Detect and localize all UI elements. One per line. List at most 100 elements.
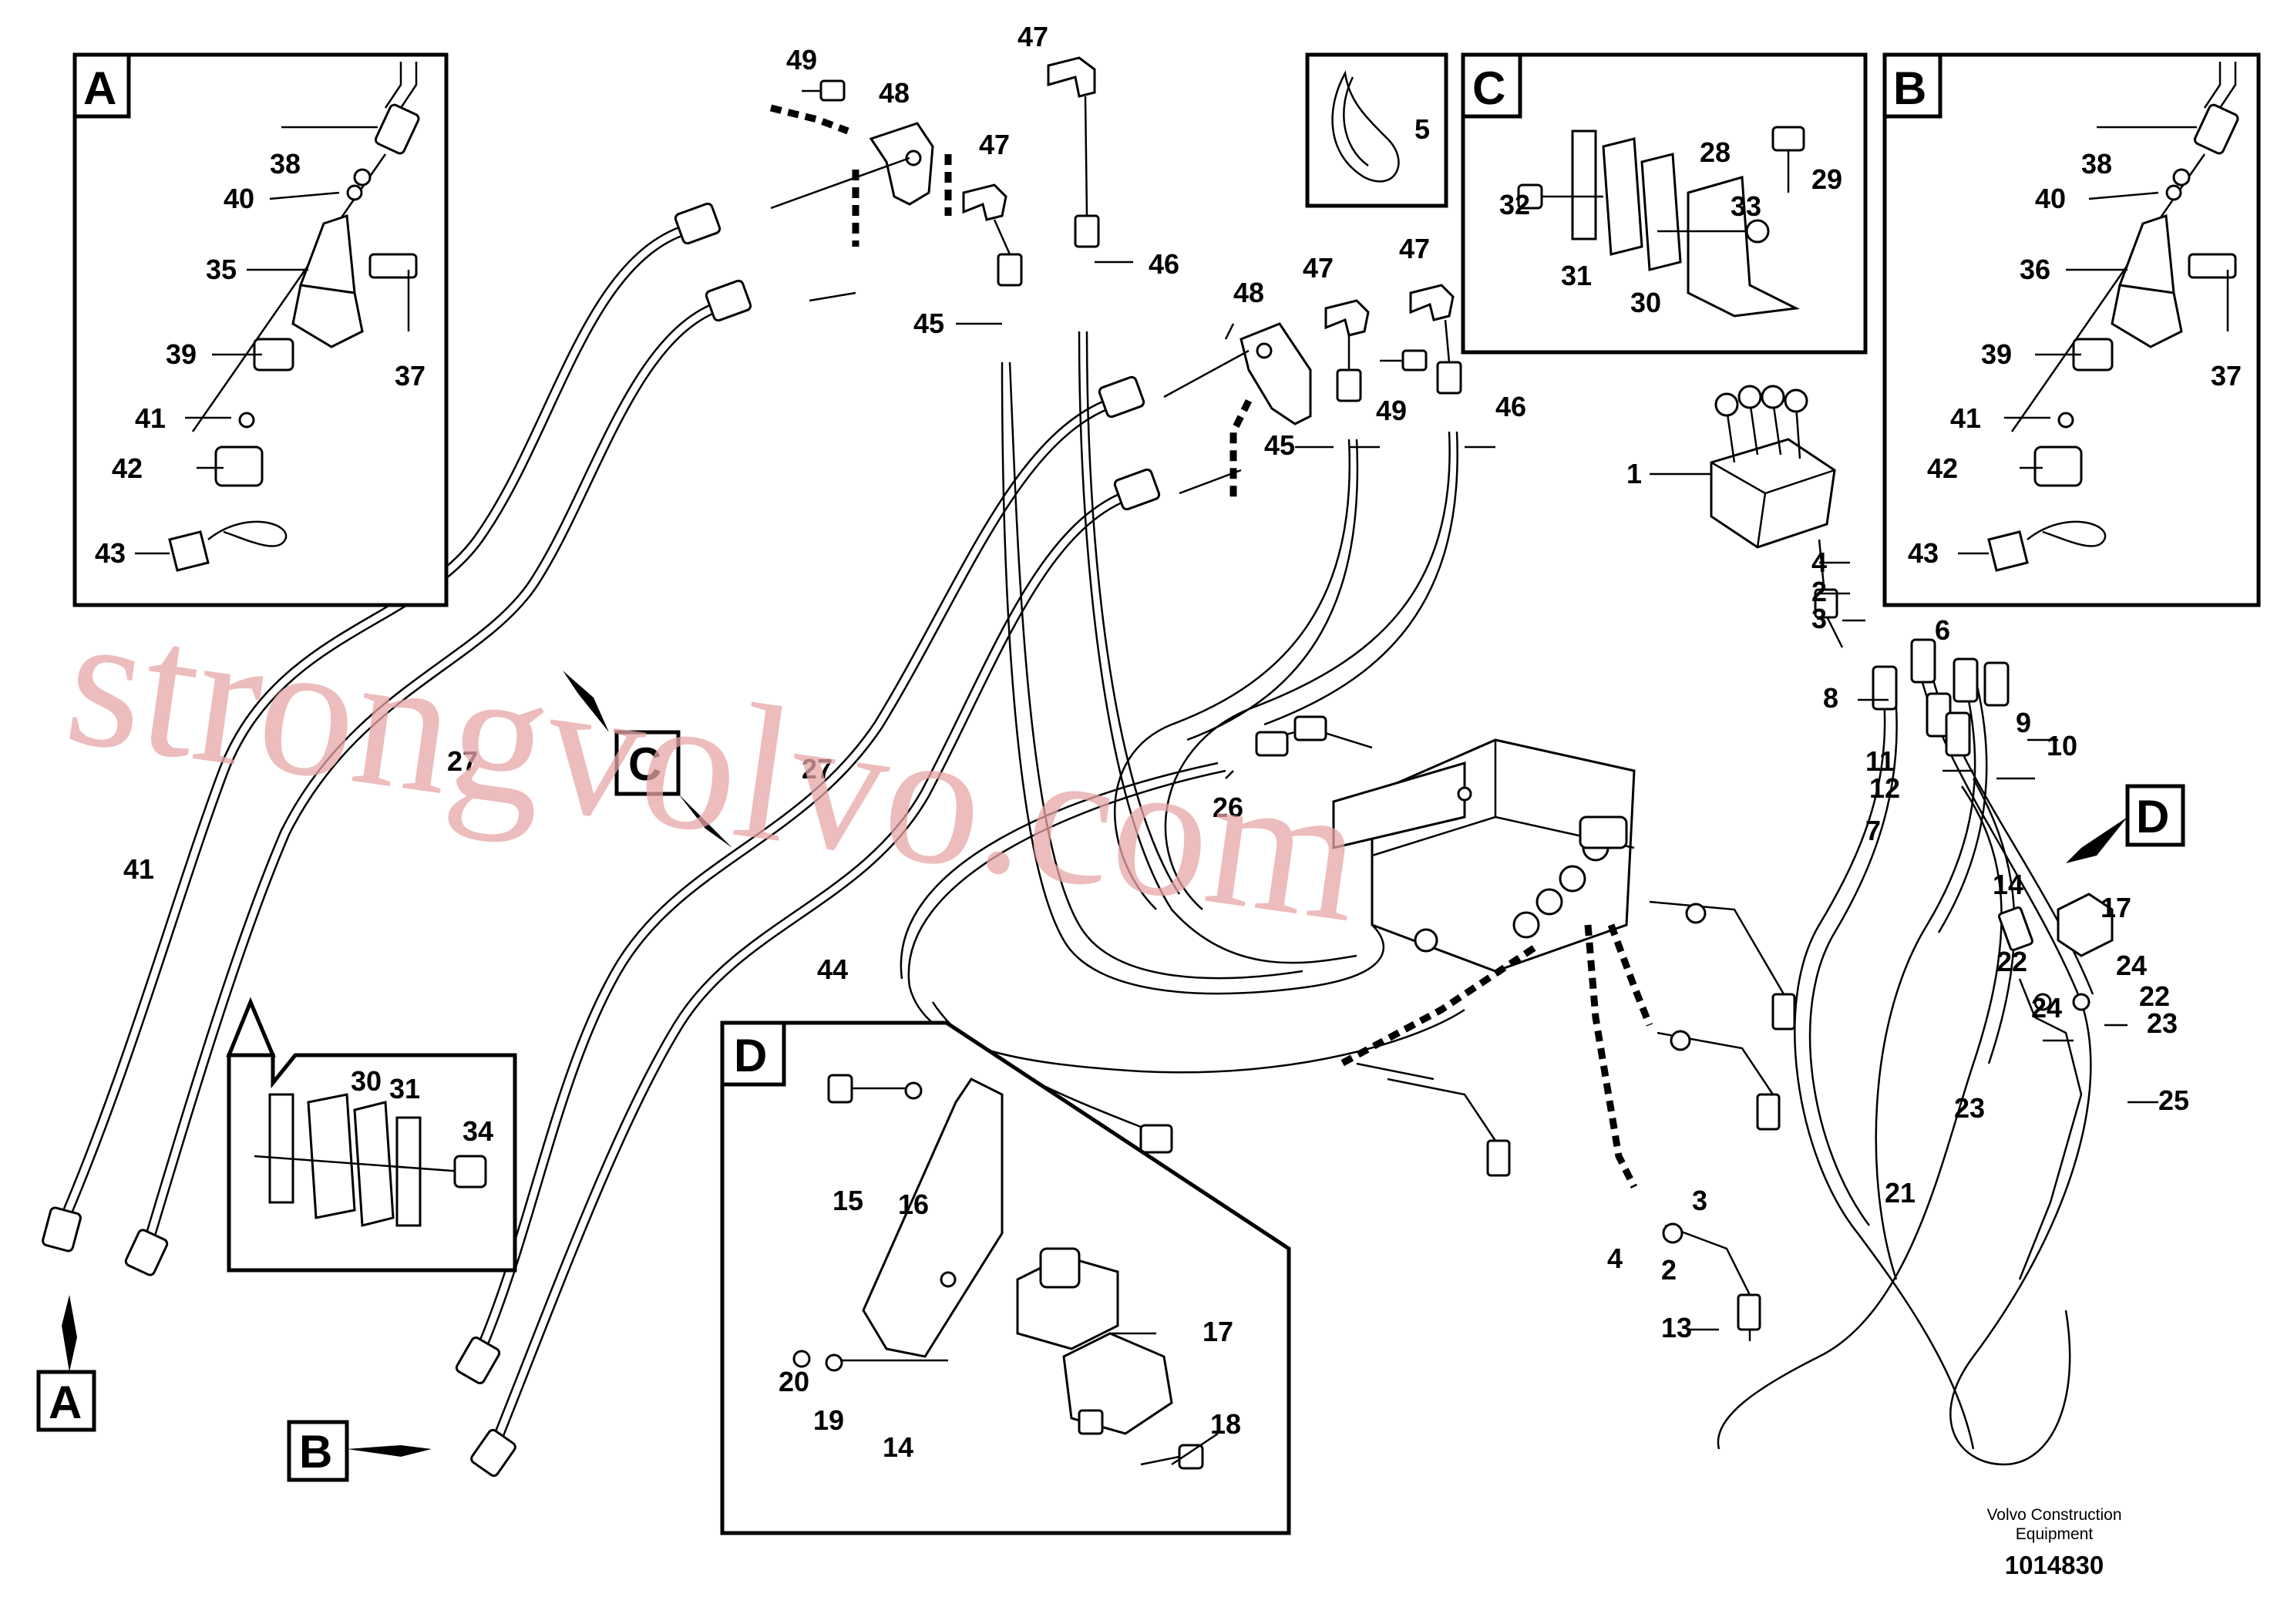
right-hose-bundle — [1717, 638, 2094, 1466]
manufacturer-line-2: Equipment — [2016, 1525, 2094, 1543]
label-9: 9 — [2016, 707, 2031, 738]
pilot-control-unit — [1710, 385, 1844, 648]
manufacturer-line-1: Volvo Construction — [1986, 1506, 2121, 1524]
label-3b: 3 — [1692, 1185, 1707, 1216]
detail-box-d-label: D — [734, 1030, 767, 1081]
view-marker-c: C — [563, 671, 732, 848]
label-30v: 30 — [351, 1065, 382, 1097]
label-28: 28 — [1700, 136, 1731, 168]
label-36: 36 — [2020, 254, 2050, 285]
label-15: 15 — [832, 1185, 863, 1216]
label-2: 2 — [1811, 576, 1827, 607]
label-13: 13 — [1661, 1312, 1692, 1343]
label-25: 25 — [2158, 1084, 2189, 1116]
label-46b: 46 — [1495, 391, 1526, 422]
detail-box-c-label: C — [1472, 62, 1505, 114]
label-2b: 2 — [1661, 1254, 1677, 1286]
detail-box-a: A — [72, 52, 449, 607]
label-10: 10 — [2047, 730, 2077, 762]
valve-connections — [1139, 715, 1796, 1341]
detail-box-clamp-view — [226, 997, 517, 1273]
label-49a: 49 — [786, 44, 817, 76]
label-17d: 17 — [1202, 1316, 1233, 1347]
label-6: 6 — [1935, 614, 1950, 646]
label-31c: 31 — [1561, 260, 1592, 291]
detail-box-c: C — [1461, 52, 1868, 355]
label-1: 1 — [1626, 458, 1642, 489]
view-marker-a: A — [36, 1295, 96, 1432]
bracket-48-top — [769, 104, 952, 302]
label-40a: 40 — [224, 183, 254, 214]
label-38b: 38 — [2081, 148, 2112, 180]
label-23b: 23 — [1954, 1092, 1985, 1124]
label-37b: 37 — [2211, 360, 2242, 392]
label-47c: 47 — [1303, 252, 1334, 284]
label-47a: 47 — [1018, 21, 1048, 52]
elbow-fittings-47 — [962, 56, 1462, 402]
label-14d: 14 — [883, 1431, 913, 1463]
label-24b: 24 — [2031, 992, 2062, 1024]
label-49b: 49 — [1376, 395, 1407, 426]
view-marker-c-label: C — [628, 738, 661, 790]
label-8: 8 — [1823, 682, 1838, 714]
label-29: 29 — [1811, 163, 1842, 195]
valve-block — [1332, 738, 1636, 973]
hose-27-left — [56, 222, 730, 1254]
detail-box-d: D — [720, 1020, 1291, 1535]
label-27b: 27 — [802, 753, 832, 785]
label-4b: 4 — [1607, 1242, 1623, 1274]
view-marker-d: D — [2066, 784, 2185, 863]
label-43b: 43 — [1908, 537, 1939, 569]
drawing-number: 1014830 — [2005, 1551, 2104, 1579]
label-47b: 47 — [979, 129, 1010, 160]
label-19: 19 — [813, 1404, 844, 1436]
label-22b: 22 — [2139, 980, 2170, 1012]
label-23: 23 — [2147, 1007, 2178, 1039]
label-34: 34 — [462, 1115, 493, 1147]
hose-end-fittings — [42, 202, 1161, 1478]
bolts-49 — [802, 79, 1428, 372]
view-marker-b: B — [287, 1420, 432, 1482]
view-marker-b-label: B — [299, 1426, 332, 1478]
label-30c: 30 — [1630, 287, 1661, 318]
label-4: 4 — [1811, 546, 1827, 578]
label-45b: 45 — [1264, 429, 1295, 461]
detail-box-b-label: B — [1893, 62, 1926, 114]
view-marker-d-label: D — [2136, 791, 2169, 842]
label-7: 7 — [1865, 815, 1881, 846]
hose-27-right — [473, 395, 1139, 1454]
detail-box-cable-tie — [1305, 52, 1448, 208]
label-48a: 48 — [879, 77, 910, 109]
label-44: 44 — [817, 953, 848, 985]
label-41c: 41 — [123, 853, 154, 885]
label-24: 24 — [2116, 950, 2147, 981]
label-20: 20 — [779, 1366, 809, 1397]
detail-box-b: B — [1882, 52, 2261, 607]
label-37a: 37 — [395, 360, 426, 392]
thin-hoses — [900, 331, 1465, 1135]
view-marker-a-label: A — [49, 1377, 82, 1428]
label-33: 33 — [1731, 190, 1761, 222]
label-26: 26 — [1213, 792, 1243, 823]
label-45a: 45 — [913, 308, 944, 339]
label-38a: 38 — [270, 148, 301, 180]
label-40b: 40 — [2035, 183, 2066, 214]
detail-box-a-label: A — [83, 62, 116, 114]
label-16: 16 — [898, 1189, 929, 1220]
label-27a: 27 — [447, 745, 478, 777]
label-32: 32 — [1499, 189, 1530, 220]
label-43a: 43 — [95, 537, 126, 569]
label-11: 11 — [1865, 745, 1895, 777]
label-14: 14 — [1993, 869, 2023, 900]
label-41b: 41 — [1950, 402, 1981, 434]
bracket-48-mid — [1163, 322, 1312, 501]
label-22: 22 — [1996, 946, 2027, 977]
leader-lines — [135, 126, 2229, 1466]
label-47d: 47 — [1399, 233, 1430, 264]
label-17: 17 — [2101, 892, 2131, 923]
label-39b: 39 — [1981, 338, 2012, 370]
label-5: 5 — [1414, 113, 1430, 145]
label-42b: 42 — [1927, 452, 1958, 484]
